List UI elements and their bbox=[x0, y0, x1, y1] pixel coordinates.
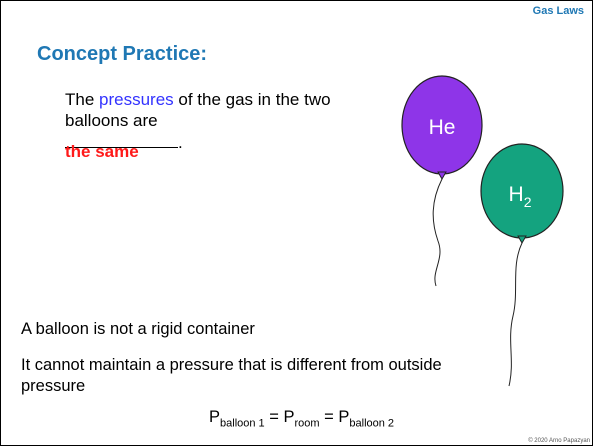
helium-label: He bbox=[429, 116, 456, 139]
hydrogen-label: H2 bbox=[509, 183, 532, 210]
topic-label: Gas Laws bbox=[532, 5, 584, 17]
copyright-text: © 2020 Arno Papazyan bbox=[528, 438, 590, 444]
statement-text-2: of the gas in the two balloons are bbox=[65, 90, 331, 130]
hydrogen-balloon: H2 bbox=[480, 143, 564, 387]
answer-blank bbox=[65, 131, 178, 148]
statement-end: . bbox=[178, 133, 183, 152]
paragraph-2: It cannot maintain a pressure that is di… bbox=[21, 356, 442, 395]
statement-text-1: The bbox=[65, 90, 100, 109]
pressure-equation: Pballoon 1 = Proom = Pballoon 2 bbox=[209, 408, 395, 430]
paragraph-1: A balloon is not a rigid container bbox=[21, 320, 255, 338]
question-statement: The pressures of the gas in the two ball… bbox=[65, 89, 345, 153]
helium-balloon: He bbox=[401, 75, 483, 287]
statement-keyword: pressures bbox=[99, 90, 174, 109]
answer-text: the same bbox=[65, 142, 139, 161]
slide-title: Concept Practice: bbox=[37, 43, 208, 65]
